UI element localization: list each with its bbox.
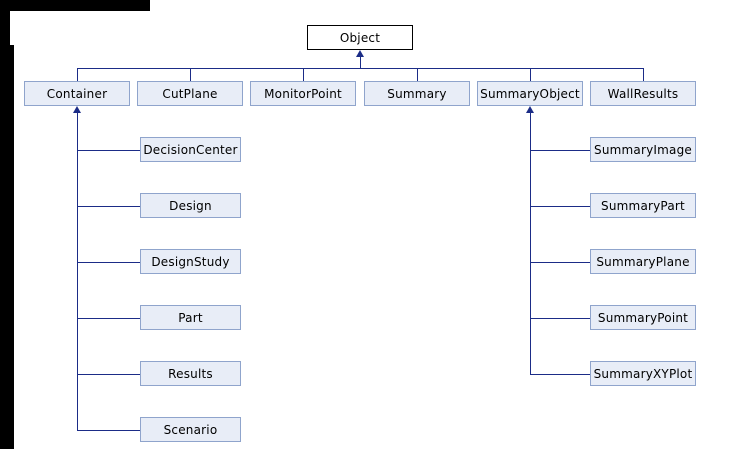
edge-branch-design [77,206,140,207]
artifact-top-strip [0,0,150,11]
edge-branch-results [77,374,140,375]
class-node-decisioncenter[interactable]: DecisionCenter [140,137,241,162]
edge-branch-decisioncenter [77,150,140,151]
edge-branch-scenario [77,430,140,431]
edge-branch-part [77,318,140,319]
class-node-part[interactable]: Part [140,305,241,330]
class-node-label: Part [178,310,203,325]
class-node-label: Object [339,30,381,45]
edge-level1-bus [77,68,643,69]
edge-branch-summaryxyplot [530,374,590,375]
class-node-label: SummaryObject [480,86,580,101]
edge-branch-designstudy [77,262,140,263]
edge-drop-container [77,68,78,81]
class-node-results[interactable]: Results [140,361,241,386]
class-node-design[interactable]: Design [140,193,241,218]
class-node-wallresults[interactable]: WallResults [590,81,696,106]
arrowhead-to-container [73,106,81,113]
class-node-container[interactable]: Container [24,81,130,106]
arrowhead-to-summaryobject [526,106,534,113]
class-node-label: SummaryPoint [597,310,689,325]
edge-trunk-container [77,112,78,430]
class-node-scenario[interactable]: Scenario [140,417,241,442]
edge-drop-monitorpoint [303,68,304,81]
class-node-label: SummaryPart [601,198,685,213]
class-node-label: Summary [387,86,447,101]
class-node-cutplane[interactable]: CutPlane [137,81,243,106]
class-node-summary[interactable]: Summary [364,81,470,106]
artifact-left-strip-upper [0,11,10,45]
class-node-designstudy[interactable]: DesignStudy [140,249,241,274]
class-node-label: CutPlane [162,86,218,101]
class-node-label: MonitorPoint [264,86,342,101]
edge-drop-summary [417,68,418,81]
class-node-summarypart[interactable]: SummaryPart [590,193,696,218]
class-node-summarypoint[interactable]: SummaryPoint [590,305,696,330]
edge-branch-summarypoint [530,318,590,319]
class-node-label: DecisionCenter [143,142,238,157]
class-node-label: WallResults [607,86,679,101]
class-node-label: DesignStudy [151,254,230,269]
edge-branch-summaryplane [530,262,590,263]
edge-trunk-summaryobject [530,112,531,374]
class-node-summaryobject[interactable]: SummaryObject [477,81,583,106]
class-node-monitorpoint[interactable]: MonitorPoint [250,81,356,106]
edge-branch-summarypart [530,206,590,207]
artifact-left-strip-lower [0,45,14,449]
class-node-label: SummaryImage [594,142,692,157]
class-node-label: Scenario [163,422,218,437]
edge-drop-summaryobject [530,68,531,81]
edge-branch-summaryimage [530,150,590,151]
class-node-label: Design [169,198,212,213]
edge-drop-cutplane [190,68,191,81]
class-node-summaryplane[interactable]: SummaryPlane [590,249,696,274]
edge-object-stub [360,57,361,68]
class-node-summaryimage[interactable]: SummaryImage [590,137,696,162]
edge-drop-wallresults [643,68,644,81]
class-node-label: SummaryPlane [596,254,690,269]
class-node-summaryxyplot[interactable]: SummaryXYPlot [590,361,696,386]
class-node-label: Container [46,86,108,101]
class-node-label: SummaryXYPlot [593,366,693,381]
class-node-object[interactable]: Object [307,25,413,50]
class-node-label: Results [168,366,213,381]
arrowhead-to-object [356,50,364,57]
